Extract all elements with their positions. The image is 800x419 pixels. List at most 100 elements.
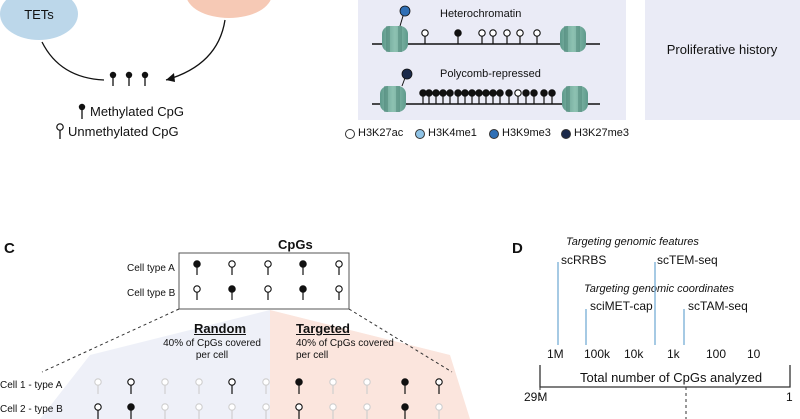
tick-1k: 1k [667, 347, 680, 361]
methylated-cpg [193, 260, 201, 275]
methylated-cpg [468, 89, 476, 104]
legend-h3k9me3: H3K9me3 [502, 127, 551, 139]
unmethylated-cpg [94, 403, 102, 419]
tick-10: 10 [747, 347, 761, 361]
targeted-subtitle: 40% of CpGs covered per cell [296, 338, 394, 361]
unmethylated-cpg [514, 89, 522, 104]
unmethylated-cpg [161, 378, 169, 394]
method-sctem: scTEM-seq [657, 253, 718, 267]
panel-d-letter: D [512, 240, 523, 257]
methylated-cpg [505, 89, 513, 104]
unmethylated-cpg [94, 378, 102, 394]
legend-h3k27ac: H3K27ac [358, 127, 404, 139]
methylated-cpg-group [109, 71, 149, 86]
random-subtitle: 40% of CpGs covered per cell [163, 338, 261, 361]
methylated-cpg [401, 403, 409, 419]
methylated-cpg [425, 89, 433, 104]
proliferative-label: Proliferative history [666, 42, 778, 57]
unmethylated-cpg [533, 29, 541, 44]
unmethylated-cpg [193, 285, 201, 300]
tick-100: 100 [706, 347, 727, 361]
legend-methylated: Methylated CpG [90, 104, 184, 119]
tick-1m: 1M [547, 347, 564, 361]
method-sctam: scTAM-seq [688, 299, 748, 313]
unmethylated-cpg [195, 403, 203, 419]
unmethylated-cpg [228, 403, 236, 419]
unmethylated-cpg [262, 378, 270, 394]
nucleosome [380, 86, 406, 112]
methylated-cpg [439, 89, 447, 104]
method-scimet: sciMET-cap [590, 299, 653, 313]
unmethylated-cpg [264, 285, 272, 300]
polycomb-label: Polycomb-repressed [440, 68, 541, 80]
cell-type-a-label: Cell type A [127, 263, 175, 274]
unmethylated-cpg [335, 260, 343, 275]
unmethylated-cpg [329, 403, 337, 419]
unmethylated-cpg [435, 403, 443, 419]
tick-100k: 100k [584, 347, 611, 361]
unmethylated-cpg [161, 403, 169, 419]
unmethylated-cpg [363, 403, 371, 419]
methylated-cpg [401, 378, 409, 394]
legend-unmethylated: Unmethylated CpG [68, 124, 179, 139]
unmethylated-cpg [195, 378, 203, 394]
legend-h3k27me3: H3K27me3 [574, 127, 630, 139]
methylated-cpg [299, 260, 307, 275]
methylated-cpg [228, 285, 236, 300]
methylated-cpg [489, 89, 497, 104]
method-scrrbs: scRRBS [561, 253, 607, 267]
unmethylated-cpg [435, 378, 443, 394]
nucleosome [382, 26, 408, 52]
methylated-cpg [522, 89, 530, 104]
methylated-cpg [461, 89, 469, 104]
unmethylated-cpg [478, 29, 486, 44]
nucleosome [562, 86, 588, 112]
unmethylated-cpg [503, 29, 511, 44]
tick-10k: 10k [624, 347, 644, 361]
methylated-cpg [496, 89, 504, 104]
cell1-label: Cell 1 - type A [0, 380, 63, 391]
methylated-cpg [432, 89, 440, 104]
axis-title: Total number of CpGs analyzed [580, 370, 763, 385]
axis-right-end: 1 [786, 390, 793, 404]
unmethylated-cpg [329, 378, 337, 394]
nucleosome [560, 26, 586, 52]
header-features: Targeting genomic features [566, 236, 699, 248]
unmethylated-cpg [363, 378, 371, 394]
methylated-cpg [548, 89, 556, 104]
targeted-title: Targeted [296, 321, 350, 336]
cpgs-title: CpGs [278, 237, 313, 252]
cell2-label: Cell 2 - type B [0, 404, 63, 415]
methylated-cpg [454, 29, 462, 44]
methylated-cpg [475, 89, 483, 104]
unmethylated-cpg [228, 260, 236, 275]
unmethylated-cpg [421, 29, 429, 44]
random-title: Random [194, 321, 246, 336]
axis-left-end: 29M [524, 390, 548, 404]
heterochromatin-label: Heterochromatin [440, 8, 522, 20]
methylated-cpg [295, 378, 303, 394]
unmethylated-cpg [335, 285, 343, 300]
unmethylated-cpg [127, 378, 135, 394]
unmethylated-cpg [228, 378, 236, 394]
unmethylated-cpg [264, 260, 272, 275]
header-coordinates: Targeting genomic coordinates [584, 283, 735, 295]
unmethylated-cpg [489, 29, 497, 44]
legend-h3k4me1: H3K4me1 [428, 127, 477, 139]
methylated-cpg [454, 89, 462, 104]
tets-bubble: TETs [0, 0, 78, 40]
tets-label: TETs [24, 6, 54, 22]
methylated-cpg [530, 89, 538, 104]
cell-type-b-label: Cell type B [127, 288, 176, 299]
unmethylated-cpg [516, 29, 524, 44]
unmethylated-cpg [262, 403, 270, 419]
methylated-cpg [299, 285, 307, 300]
proliferative-box [645, 0, 800, 120]
methylated-cpg [540, 89, 548, 104]
methylated-cpg [482, 89, 490, 104]
dnmt-bubble [186, 0, 272, 18]
unmethylated-cpg [295, 403, 303, 419]
